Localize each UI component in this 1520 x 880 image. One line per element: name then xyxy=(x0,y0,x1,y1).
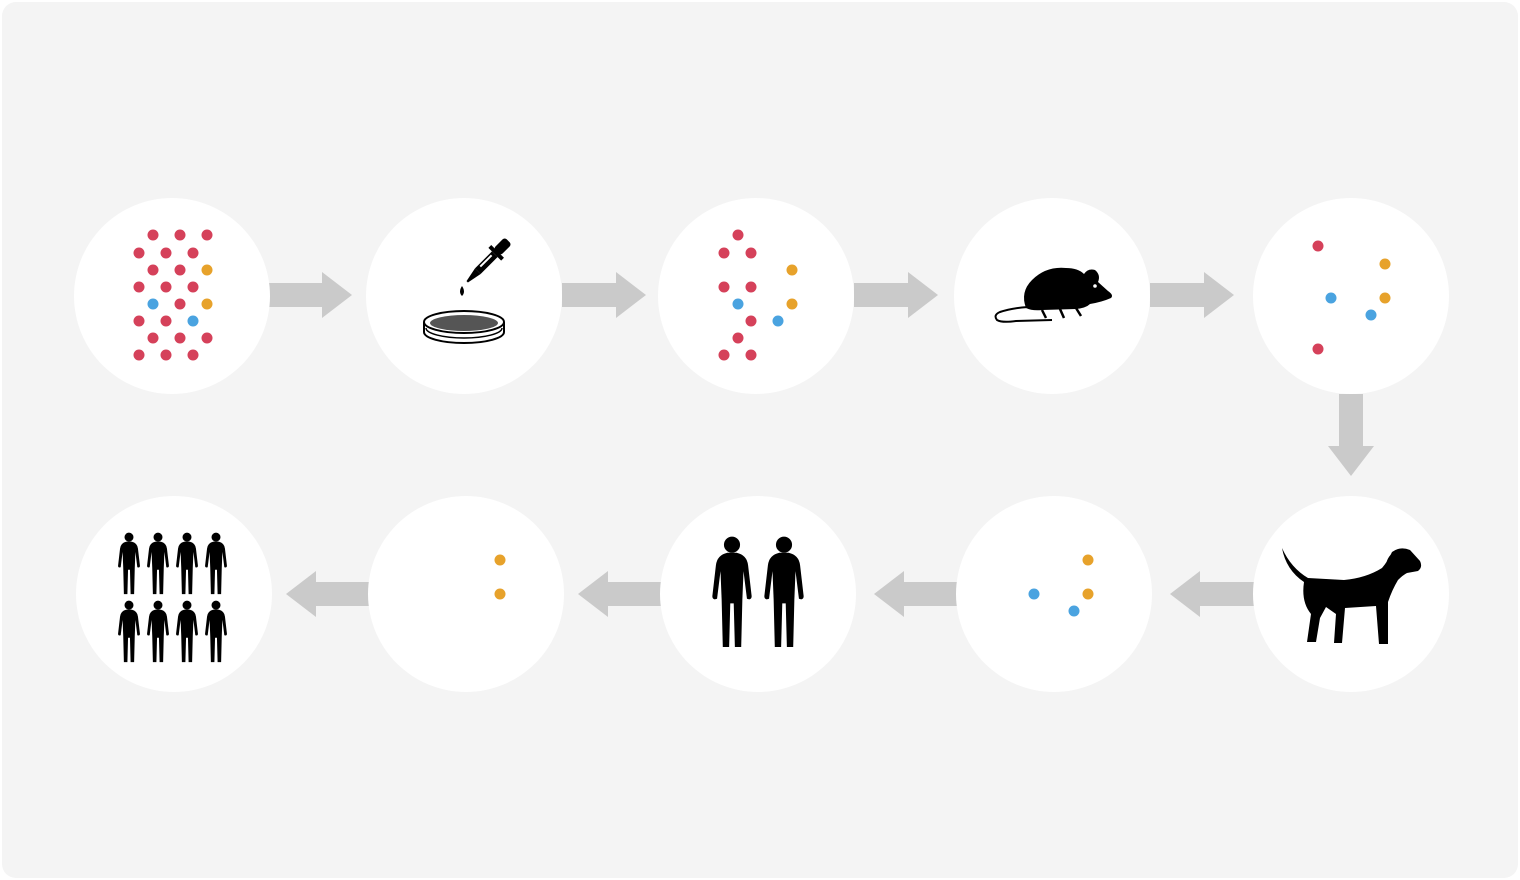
flow-arrow-6 xyxy=(874,571,958,617)
mouse-icon xyxy=(994,267,1112,323)
dog-icon xyxy=(1282,548,1422,644)
flow-arrow-3 xyxy=(854,272,938,318)
stage-trial-survivors xyxy=(368,496,564,692)
flow-arrow-1 xyxy=(268,272,352,318)
compound-dot-grid xyxy=(718,229,798,361)
stage-circle xyxy=(366,198,562,394)
stage-small-human-trial xyxy=(660,496,856,692)
stage-rodent-testing xyxy=(954,198,1150,394)
stage-circle xyxy=(76,496,272,692)
stage-rodent-survivors xyxy=(1253,198,1449,394)
stage-non-rodent-survivors xyxy=(956,496,1152,692)
stage-non-rodent-testing xyxy=(1253,496,1449,692)
stage-circle xyxy=(368,496,564,692)
compound-dot-grid xyxy=(133,229,213,361)
flow-arrow-8 xyxy=(286,571,370,617)
flow-arrow-7 xyxy=(578,571,662,617)
flow-arrow-4 xyxy=(1150,272,1234,318)
compound-dot-grid xyxy=(1312,240,1391,355)
flow-arrow-5 xyxy=(1170,571,1254,617)
petri-dish-dropper-icon xyxy=(423,238,511,344)
stage-circle xyxy=(74,198,270,394)
flow-arrow-2 xyxy=(562,272,646,318)
stage-in-vitro-testing xyxy=(366,198,562,394)
stage-circle xyxy=(658,198,854,394)
stage-circle xyxy=(956,496,1152,692)
stage-in-vitro-survivors xyxy=(658,198,854,394)
compound-dot-grid xyxy=(494,554,506,600)
flow-arrow-down xyxy=(1328,394,1374,476)
stage-circle xyxy=(660,496,856,692)
compound-dot-grid xyxy=(1028,554,1094,617)
stage-circle xyxy=(1253,198,1449,394)
stage-compound-library xyxy=(74,198,270,394)
stage-large-human-trial xyxy=(76,496,272,692)
